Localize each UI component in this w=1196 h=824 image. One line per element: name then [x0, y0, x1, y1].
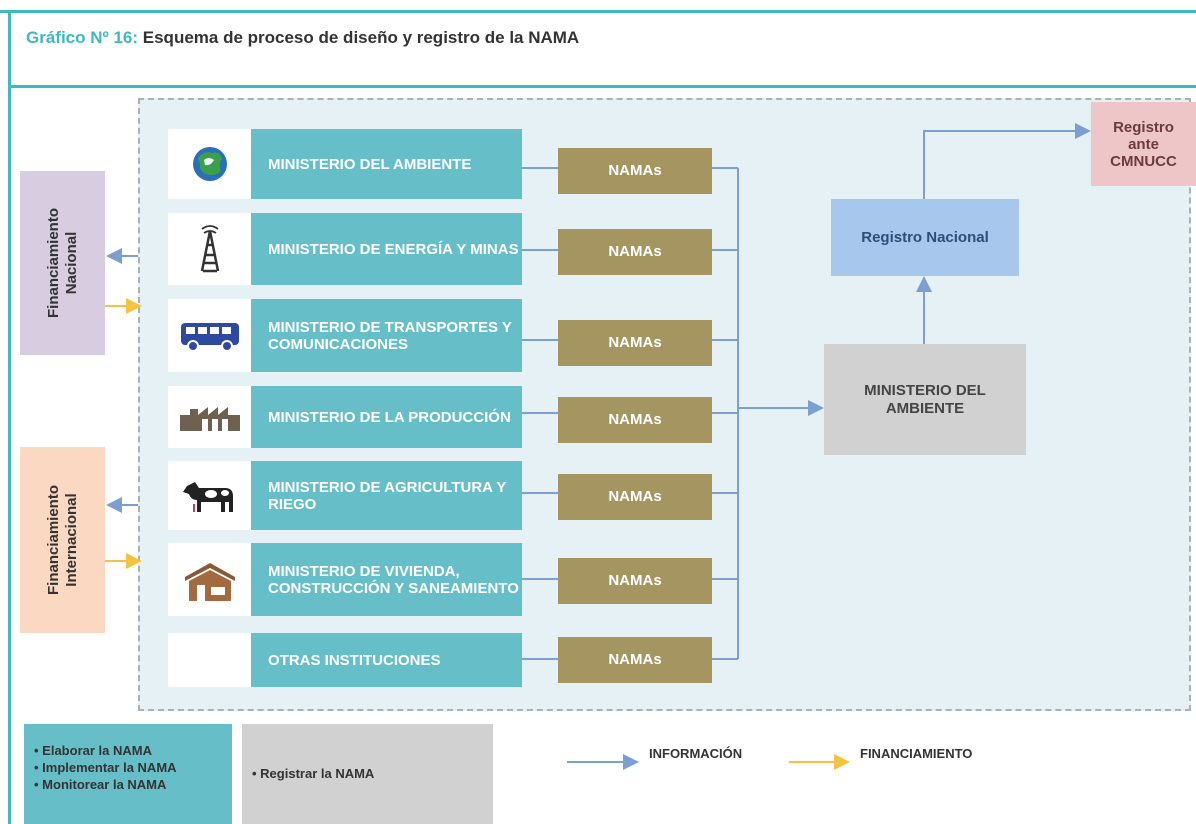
registro-nacional-box: Registro Nacional [831, 199, 1019, 276]
legend-item: • Elaborar la NAMA [34, 743, 152, 758]
ministry-box-otras: OTRAS INSTITUCIONES [251, 633, 522, 687]
legend-teal-list: • Elaborar la NAMA • Implementar la NAMA… [34, 742, 177, 793]
legend-teal-box: • Elaborar la NAMA • Implementar la NAMA… [24, 724, 232, 824]
factory-icon [179, 407, 240, 431]
legend-financiamiento-label: FINANCIAMIENTO [860, 746, 973, 761]
namas-box-6: NAMAs [558, 558, 712, 604]
icon-box-transportes [168, 299, 251, 372]
financiamiento-internacional-box: Financiamiento Internacional [20, 447, 105, 633]
namas-box-5: NAMAs [558, 474, 712, 520]
title-text: Esquema de proceso de diseño y registro … [142, 28, 580, 47]
info-arrow-to-cmnucc [923, 123, 1091, 199]
legend-grey-list: • Registrar la NAMA [252, 765, 374, 782]
icon-box-ambiente [168, 129, 251, 199]
icon-box-energia [168, 213, 251, 285]
icon-box-otras [168, 633, 251, 687]
page-title: Gráfico Nº 16: Esquema de proceso de dis… [26, 28, 579, 48]
legend-item: • Implementar la NAMA [34, 760, 177, 775]
bus-icon [180, 322, 239, 352]
namas-box-2: NAMAs [558, 229, 712, 275]
icon-box-agricultura [168, 461, 251, 530]
tower-icon [200, 225, 219, 273]
frame-top-border [0, 10, 1196, 13]
ministry-box-vivienda: MINISTERIO DE VIVIENDA, CONSTRUCCIÓN Y S… [251, 543, 522, 616]
house-icon [184, 562, 235, 601]
ministry-box-agricultura: MINISTERIO DE AGRICULTURA Y RIEGO [251, 461, 522, 530]
icon-box-vivienda [168, 543, 251, 616]
title-prefix: Gráfico Nº 16: [26, 28, 139, 47]
title-bar [11, 13, 1196, 88]
ministry-box-transportes: MINISTERIO DE TRANSPORTES Y COMUNICACION… [251, 299, 522, 372]
ministry-box-ambiente: MINISTERIO DEL AMBIENTE [251, 129, 522, 199]
legend-item: • Registrar la NAMA [252, 766, 375, 781]
ministerio-ambiente-box: MINISTERIO DEL AMBIENTE [824, 344, 1026, 455]
frame-left-border [8, 10, 11, 824]
cow-icon [182, 481, 233, 512]
ministry-box-produccion: MINISTERIO DE LA PRODUCCIÓN [251, 386, 522, 448]
namas-box-4: NAMAs [558, 397, 712, 443]
namas-box-1: NAMAs [558, 148, 712, 194]
icon-box-produccion [168, 386, 251, 448]
namas-box-3: NAMAs [558, 320, 712, 366]
namas-box-7: NAMAs [558, 637, 712, 683]
legend-grey-box: • Registrar la NAMA [242, 724, 493, 824]
globe-icon [192, 147, 227, 181]
ministry-box-energia: MINISTERIO DE ENERGÍA Y MINAS [251, 213, 522, 285]
financiamiento-nacional-box: Financiamiento Nacional [20, 171, 105, 355]
legend-informacion-label: INFORMACIÓN [649, 746, 743, 761]
registro-cmnucc-box: Registro ante CMNUCC [1091, 102, 1196, 186]
legend-item: • Monitorear la NAMA [34, 777, 167, 792]
